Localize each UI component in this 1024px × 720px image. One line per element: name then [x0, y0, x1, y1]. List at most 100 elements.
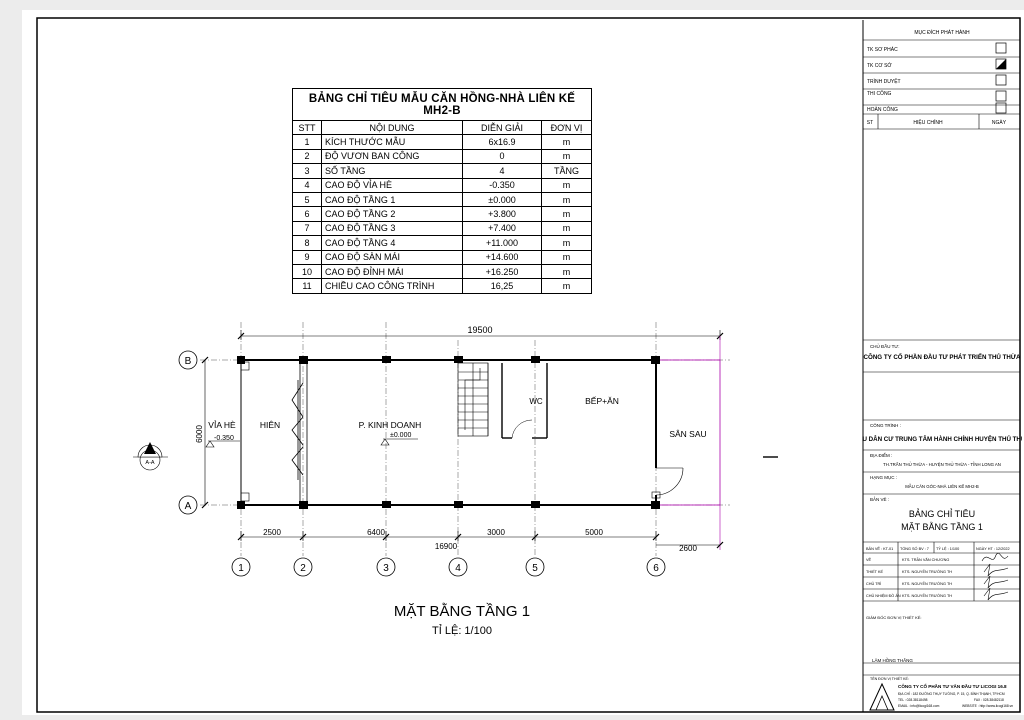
svg-text:2: 2 [300, 563, 306, 574]
room-wc: WC [529, 397, 543, 406]
axis-grid-lines [200, 322, 730, 556]
svg-text:THI CÔNG: THI CÔNG [867, 90, 892, 97]
checkbox-empty-icon [995, 74, 1007, 86]
col-don-vi: ĐƠN VỊ [541, 119, 592, 136]
svg-text:1: 1 [238, 563, 244, 574]
rear-door [651, 467, 684, 499]
room-san-sau: SÂN SAU [669, 429, 706, 439]
building-outline [237, 356, 721, 509]
meta-ngay: NGÀY HT : 12/2022 [976, 547, 1010, 551]
role-chu-nhiem: CHỦ NHIỆM ĐỒ ÁN [866, 593, 901, 598]
wc-door-swing [511, 419, 533, 439]
signatures [981, 553, 1009, 601]
axis-bubble-4: 4 [448, 557, 468, 577]
column-axis-bubbles: 1 2 3 4 5 6 [231, 557, 666, 577]
checkbox-empty-icon [995, 42, 1007, 54]
rev-col-hieu-chinh: HIỆU CHỈNH [913, 118, 943, 126]
svg-text:3: 3 [383, 563, 389, 574]
top-dimension [237, 330, 724, 360]
title-block: MỤC ĐÍCH PHÁT HÀNH TK SƠ PHÁC TK CƠ SỞ T… [862, 20, 1022, 712]
name-ve: KTS. TRẦN VĂN CHƯƠNG [902, 558, 949, 562]
role-thiet-ke: THIẾT KẾ [866, 569, 883, 574]
dim-total-16900: 16900 [435, 542, 458, 551]
spec-table-title: BẢNG CHỈ TIÊU MẪU CĂN HỒNG-NHÀ LIÊN KẾ M… [292, 88, 592, 120]
plan-title: MẶT BẰNG TẦNG 1 [394, 602, 530, 620]
bottom-dimension-chain [237, 505, 724, 550]
drawing-title-2: MẶT BẰNG TẦNG 1 [901, 522, 983, 532]
director-name: LÂM HỒNG THẮNG [872, 656, 913, 663]
axis-bubble-A: A [178, 495, 198, 515]
meta-tong-so: TỔNG SỐ BV : 7 [900, 546, 929, 551]
role-chu-tri: CHỦ TRÌ [866, 581, 881, 586]
wc-walls [501, 363, 548, 439]
side-dimension [201, 356, 209, 509]
col-dien-giai: DIỄN GIẢI [462, 119, 542, 136]
company-name: CÔNG TY CỔ PHẦN TƯ VẤN ĐẦU TƯ LICOGI 16.… [898, 682, 1007, 689]
svg-text:B: B [185, 356, 192, 367]
svg-text:TRÌNH DUYỆT: TRÌNH DUYỆT [867, 77, 901, 85]
room-hien: HIÊN [260, 420, 280, 430]
dim-side-label: 6000 [195, 425, 204, 443]
col-noi-dung: NỘI DUNG [321, 119, 463, 136]
company-website: WEBSITE : http://www.licogi168.vn [962, 704, 1013, 708]
company-fax: FAX : 028.38482118 [974, 698, 1004, 702]
drawing-border [36, 17, 1021, 713]
location-label: ĐỊA ĐIỂM : [870, 452, 892, 458]
svg-text:HOÀN CÔNG: HOÀN CÔNG [867, 106, 898, 113]
svg-text:4: 4 [455, 563, 461, 574]
meta-ty-le: TỶ LỆ : 1/100 [936, 546, 959, 551]
svg-text:6: 6 [653, 563, 659, 574]
item-value: MẪU CĂN GÓC-NHÀ LIÊN KẾ MH2-B [905, 484, 979, 489]
col-stt: STT [292, 119, 322, 136]
svg-text:A: A [185, 501, 192, 512]
name-chu-tri: KTS. NGUYỄN TRƯỜNG TH [902, 581, 952, 586]
issue-header: MỤC ĐÍCH PHÁT HÀNH [914, 29, 970, 36]
meta-ban-ve: BẢN VẼ : KT-01 [866, 546, 893, 551]
checkbox-empty-icon [995, 90, 1007, 102]
svg-text:5: 5 [532, 563, 538, 574]
director-label: GIÁM ĐỐC ĐƠN VỊ THIẾT KẾ: [866, 615, 922, 620]
role-ve: VẼ [866, 557, 872, 562]
company-logo [869, 682, 895, 711]
drawing-title-1: BẢNG CHỈ TIÊU [909, 508, 975, 519]
axis-bubble-5: 5 [525, 557, 545, 577]
level-via-he-label: -0.350 [214, 435, 234, 442]
svg-text:TK SƠ PHÁC: TK SƠ PHÁC [867, 46, 898, 53]
issue-row-tk-co-so: TK CƠ SỞ [867, 58, 1007, 70]
owner-label: CHỦ ĐẦU TƯ: [870, 343, 900, 349]
axis-bubble-1: 1 [231, 557, 251, 577]
plan-scale: TỈ LỆ: 1/100 [432, 624, 492, 637]
staircase [457, 362, 489, 437]
issue-row-trinh-duyet: TRÌNH DUYỆT [867, 74, 1007, 86]
level-floor-label: ±0.000 [390, 432, 411, 439]
rev-col-st: ST [867, 120, 873, 126]
people-rows: VẼ KTS. TRẦN VĂN CHƯƠNG THIẾT KẾ KTS. NG… [866, 557, 952, 598]
company-email: EMAIL : info@licogi168.com [898, 704, 940, 708]
rev-col-ngay: NGÀY [992, 119, 1007, 126]
section-mark-left: A-A [133, 442, 168, 471]
name-chu-nhiem: KTS. NGUYỄN TRƯỜNG TH [902, 593, 952, 598]
axis-bubble-6: 6 [646, 557, 666, 577]
issue-row-tk-so-phac: TK SƠ PHÁC [867, 42, 1007, 54]
project-label: CÔNG TRÌNH : [870, 422, 901, 428]
dim-rear-2600: 2600 [679, 544, 697, 553]
spec-table: BẢNG CHỈ TIÊU MẪU CĂN HỒNG-NHÀ LIÊN KẾ M… [292, 88, 592, 294]
drawing-label: BẢN VẼ : [870, 496, 889, 502]
axis-bubble-B: B [178, 350, 198, 370]
dim-2500: 2500 [263, 528, 281, 537]
name-thiet-ke: KTS. NGUYỄN TRƯỜNG TH [902, 569, 952, 574]
level-mark-floor [380, 438, 418, 446]
room-bep: BẾP+ĂN [585, 396, 619, 406]
svg-text:TK CƠ SỞ: TK CƠ SỞ [867, 62, 892, 69]
